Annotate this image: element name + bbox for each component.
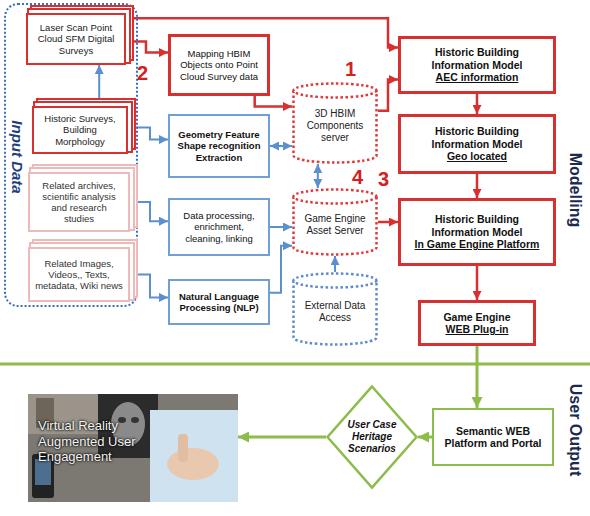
node-text: User Case Heritage Scenarios — [342, 419, 402, 454]
node-text: Historic Building Information Model — [406, 213, 548, 238]
document-stack: Laser Scan Point Cloud SFM Digital Surve… — [26, 13, 126, 65]
region-title: Input Data — [8, 120, 26, 193]
connector-arrow — [270, 145, 292, 147]
node-text: Game Engine — [443, 311, 510, 323]
node-text: Related Images, Videos,, Texts, metadata… — [35, 258, 123, 292]
model-box: Historic Building Information ModelGeo l… — [398, 114, 556, 174]
process-box: Geometry Feature Shape recognition Extra… — [168, 114, 270, 178]
section-label: Modelling — [566, 153, 584, 228]
section-label: User Output — [566, 384, 584, 476]
connector-arrow — [98, 65, 100, 106]
node-text: 3D HBIM Components server — [298, 108, 372, 143]
model-box: Historic Building Information ModelAEC i… — [398, 36, 556, 94]
document-stack: Related Images, Videos,, Texts, metadata… — [28, 247, 130, 302]
node-text: Laser Scan Point Cloud SFM Digital Surve… — [33, 22, 119, 56]
process-box: Natural Language Processing (NLP) — [168, 279, 270, 325]
node-text: Natural Language Processing (NLP) — [175, 291, 263, 313]
node-text: Mapping HBIM Objects onto Point Cloud Su… — [176, 48, 262, 82]
connector-arrow — [418, 436, 432, 439]
node-text: Geo located — [447, 150, 507, 162]
plugin-box: Game EngineWEB Plug-in — [418, 300, 536, 346]
connector-arrow — [130, 275, 168, 298]
document-stack: Historic Surveys, Building Morphology — [32, 106, 128, 154]
connector-arrow — [255, 96, 292, 107]
callout-number: 3 — [378, 168, 389, 190]
node-text: Historic Surveys, Building Morphology — [39, 113, 121, 147]
node-text: In Game Engine Platform — [415, 238, 540, 250]
connector-arrow — [476, 174, 479, 198]
connector-arrow — [378, 221, 398, 224]
connector-arrow — [476, 346, 479, 408]
node-text: Geometry Feature Shape recognition Extra… — [175, 129, 263, 163]
node-text: Semantic WEB Platform and Portal — [440, 425, 546, 450]
data-cylinder: External Data Access — [292, 272, 378, 346]
node-text: Virtual Reality Augmented User Engagemen… — [38, 418, 146, 465]
connector-arrow — [270, 246, 292, 293]
node-text: Related archives, scientific analysis an… — [35, 180, 123, 225]
process-box: Data processing, enrichment, cleaning, l… — [168, 198, 270, 256]
connector-arrow — [317, 164, 319, 188]
connector-arrow — [476, 94, 479, 114]
server-cylinder: Game Engine Asset Server — [292, 188, 378, 256]
connector-arrow — [270, 226, 292, 228]
connector-arrow — [130, 202, 168, 221]
section-divider — [0, 363, 590, 366]
connector-arrow — [126, 42, 168, 53]
document-stack: Related archives, scientific analysis an… — [28, 172, 130, 232]
connector-arrow — [378, 80, 398, 111]
connector-arrow — [334, 256, 336, 272]
node-text: Data processing, enrichment, cleaning, l… — [175, 210, 263, 244]
platform-box: Semantic WEB Platform and Portal — [432, 408, 554, 466]
callout-number: 1 — [345, 58, 356, 80]
connector-arrow — [238, 436, 326, 439]
node-text: WEB Plug-in — [446, 323, 509, 335]
process-box: Mapping HBIM Objects onto Point Cloud Su… — [168, 34, 270, 96]
callout-number: 4 — [352, 166, 363, 188]
node-text: Game Engine Asset Server — [298, 213, 372, 237]
engagement-collage: Virtual Reality Augmented User Engagemen… — [28, 394, 238, 502]
model-box: Historic Building Information ModelIn Ga… — [398, 198, 556, 266]
node-text: External Data Access — [298, 300, 372, 324]
node-text: Historic Building Information Model — [406, 125, 548, 150]
callout-number: 2 — [137, 62, 148, 84]
node-text: AEC information — [436, 71, 519, 83]
connector-arrow — [476, 266, 479, 300]
node-text: Historic Building Information Model — [406, 46, 548, 71]
server-cylinder: 3D HBIM Components server — [292, 82, 378, 164]
scenario-diamond: User Case Heritage Scenarios — [326, 385, 418, 489]
input-data-region: Input Data Laser Scan Point Cloud SFM Dig… — [4, 3, 138, 307]
connector-arrow — [128, 128, 168, 140]
